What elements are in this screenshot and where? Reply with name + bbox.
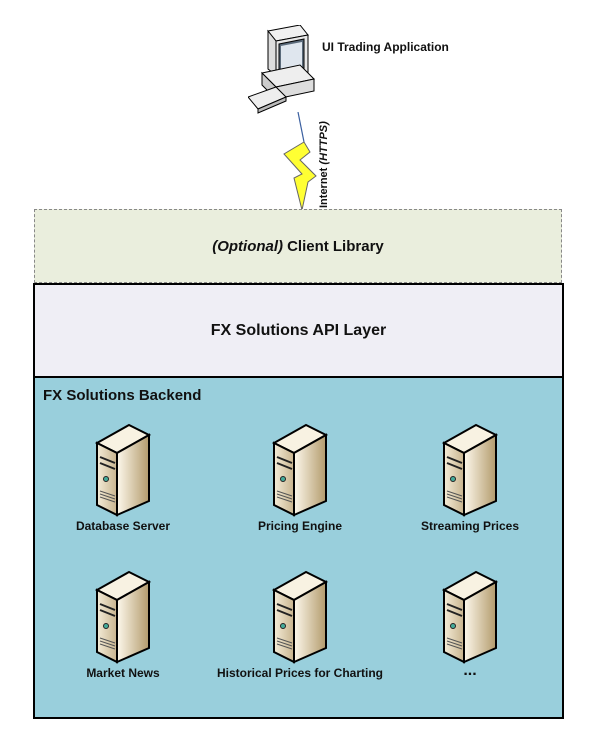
server-icon bbox=[95, 570, 151, 664]
server-icon bbox=[442, 570, 498, 664]
server-label: Pricing Engine bbox=[257, 519, 342, 533]
connection-label: Internet (HTTPS) bbox=[318, 121, 330, 208]
server-label: Database Server bbox=[75, 519, 171, 533]
server-icon bbox=[95, 423, 151, 517]
api-layer-box: FX Solutions API Layer bbox=[33, 283, 564, 378]
server-label: Market News bbox=[86, 666, 160, 680]
backend-title: FX Solutions Backend bbox=[43, 387, 202, 404]
server-node: Pricing Engine bbox=[210, 421, 390, 533]
server-label: ... bbox=[463, 662, 477, 679]
lightning-bolt-icon bbox=[283, 112, 317, 211]
client-app-label: UI Trading Application bbox=[322, 40, 449, 54]
api-layer-label: FX Solutions API Layer bbox=[210, 321, 387, 339]
client-library-label: Client Library bbox=[287, 237, 384, 255]
server-node: Streaming Prices bbox=[380, 421, 560, 533]
server-node: Database Server bbox=[33, 421, 213, 533]
desktop-computer-icon bbox=[248, 25, 316, 114]
server-node: Market News bbox=[33, 568, 213, 680]
client-library-box: (Optional) Client Library bbox=[34, 209, 562, 283]
server-icon bbox=[272, 570, 328, 664]
backend-box: FX Solutions Backend Database Server bbox=[33, 376, 564, 719]
server-icon bbox=[272, 423, 328, 517]
server-icon bbox=[442, 423, 498, 517]
server-label: Historical Prices for Charting bbox=[216, 666, 384, 680]
server-node: ... bbox=[380, 568, 560, 680]
server-label: Streaming Prices bbox=[420, 519, 520, 533]
server-node: Historical Prices for Charting bbox=[210, 568, 390, 680]
optional-tag: (Optional) bbox=[212, 237, 284, 255]
